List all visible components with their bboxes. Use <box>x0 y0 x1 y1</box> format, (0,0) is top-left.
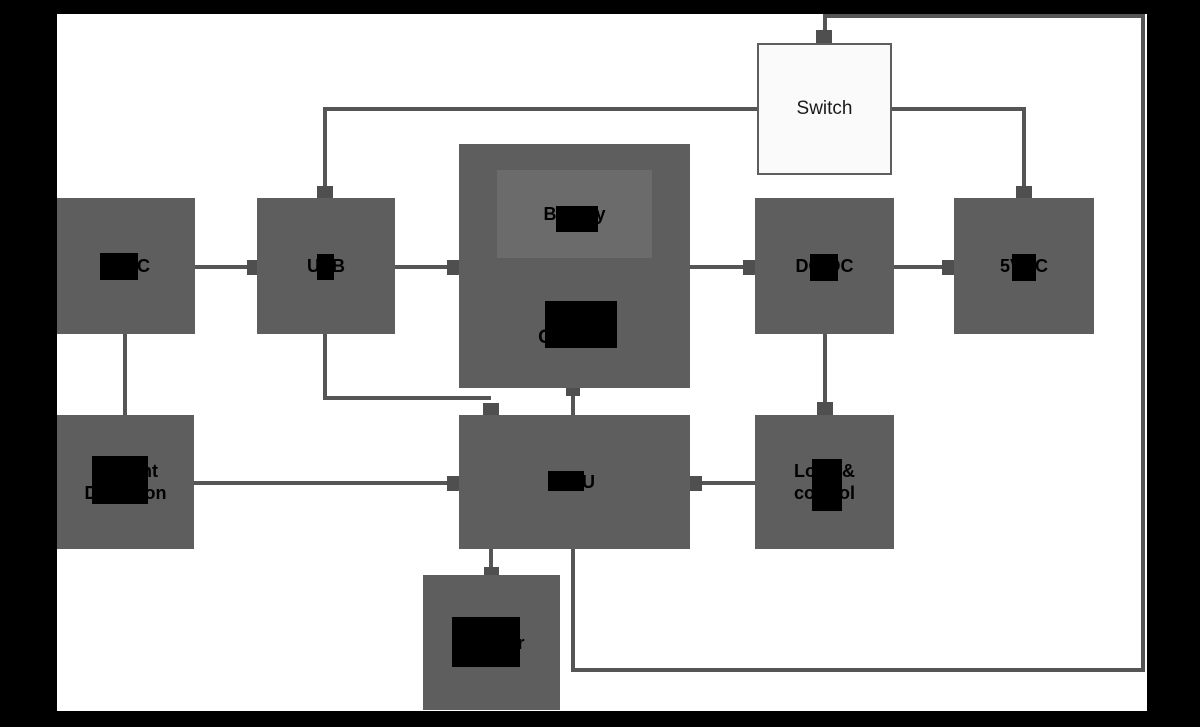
connector-charger-to-dcdc <box>690 265 744 269</box>
connector-input-to-detection <box>123 334 127 415</box>
arrowhead-mcu-right <box>690 476 702 491</box>
redaction-over-charger-label <box>545 301 617 348</box>
connector-dcdc-to-output <box>894 265 944 269</box>
redaction-over-battery-label <box>556 206 598 232</box>
connector-mcu-to-switch-v1 <box>571 549 575 672</box>
node-switch: Switch <box>757 43 892 175</box>
arrowhead-mcu-top-left <box>483 403 499 415</box>
connector-switch-to-usb-v <box>323 107 327 187</box>
redaction-over-input-label <box>100 253 138 280</box>
redaction-over-dcdc-label <box>810 254 838 281</box>
arrowhead-output-top <box>1016 186 1032 198</box>
connector-switch-to-output-h <box>892 107 1026 111</box>
redaction-over-usb-label <box>317 254 334 280</box>
arrowhead-charger-left <box>447 260 459 275</box>
redaction-over-detection-label <box>92 456 148 504</box>
connector-input-to-usb <box>195 265 250 269</box>
connector-mcu-to-switch-bottom <box>571 668 1145 672</box>
connector-mcu-to-switch-right <box>1141 14 1145 672</box>
connector-mcu-to-switch-v2 <box>823 14 827 32</box>
connector-mcu-to-switch-top <box>823 14 1145 18</box>
node-switch-label: Switch <box>796 98 853 119</box>
arrowhead-usb-top <box>317 186 333 198</box>
connector-detection-to-mcu <box>194 481 447 485</box>
redaction-over-load-label <box>812 459 842 511</box>
arrowhead-output-left <box>942 260 954 275</box>
arrowhead-switch-top <box>816 30 832 43</box>
connector-usb-to-mcu-h <box>323 396 491 400</box>
redaction-over-output-label <box>1012 254 1036 281</box>
redaction-over-mcu-label <box>548 471 584 491</box>
connector-usb-to-charger <box>395 265 448 269</box>
connector-mcu-to-monitor <box>489 549 493 569</box>
redaction-over-monitor-label <box>452 617 520 667</box>
arrowhead-usb-left <box>247 260 259 275</box>
connector-usb-to-mcu-v <box>323 334 327 400</box>
arrowhead-load-top <box>817 402 833 415</box>
arrowhead-monitor-top <box>484 567 499 576</box>
connector-load-to-mcu <box>702 481 755 485</box>
arrowhead-charger-bottom <box>566 388 580 396</box>
arrowhead-mcu-left <box>447 476 459 491</box>
connector-switch-to-output-v <box>1022 107 1026 187</box>
node-charger: Battery Charger <box>459 144 690 388</box>
connector-dcdc-to-load <box>823 334 827 402</box>
arrowhead-dcdc-left <box>743 260 755 275</box>
connector-mcu-to-charger <box>571 388 575 415</box>
connector-switch-to-usb-h <box>323 107 757 111</box>
